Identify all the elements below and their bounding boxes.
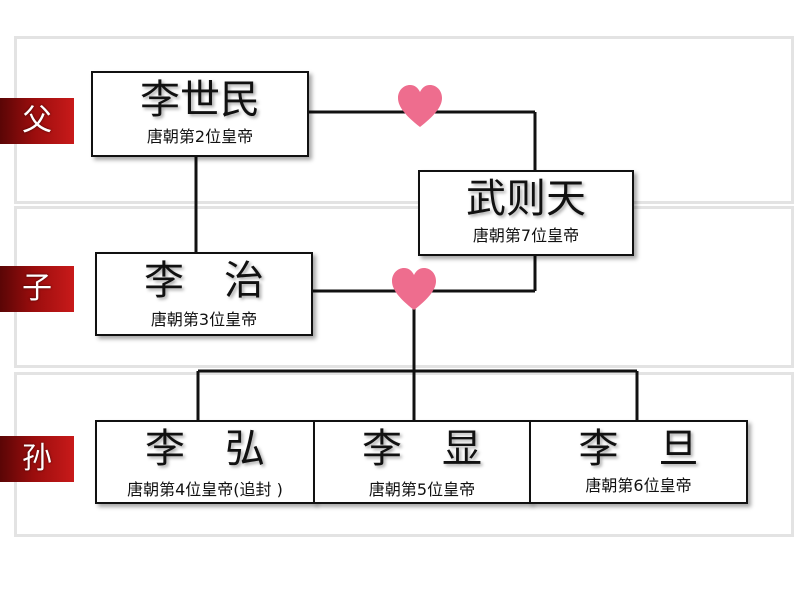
person-li-xian: 李 显 唐朝第5位皇帝 [313, 420, 531, 504]
person-title: 唐朝第5位皇帝 [368, 480, 476, 499]
person-wu-zetian: 武则天 唐朝第7位皇帝 [418, 170, 634, 256]
person-title: 唐朝第7位皇帝 [472, 226, 580, 245]
person-li-dan: 李 旦 唐朝第6位皇帝 [529, 420, 748, 504]
person-li-hong: 李 弘 唐朝第4位皇帝(追封 ) [95, 420, 315, 504]
person-title: 唐朝第3位皇帝 [150, 310, 258, 329]
person-name: 李 旦 [578, 426, 699, 472]
person-name: 李 治 [144, 258, 264, 304]
person-title: 唐朝第6位皇帝 [585, 476, 692, 495]
person-name: 李 弘 [145, 426, 265, 472]
person-li-zhi: 李 治 唐朝第3位皇帝 [95, 252, 313, 336]
person-name: 李世民 [140, 77, 260, 123]
person-name: 武则天 [466, 176, 586, 222]
generation-label-grandson: 孙 [0, 436, 74, 482]
generation-label-son: 子 [0, 266, 74, 312]
person-li-shimin: 李世民 唐朝第2位皇帝 [91, 71, 309, 157]
generation-label-father: 父 [0, 98, 74, 144]
heart-icon [392, 268, 436, 310]
person-title: 唐朝第4位皇帝(追封 ) [127, 480, 283, 499]
person-title: 唐朝第2位皇帝 [146, 127, 254, 146]
person-name: 李 显 [362, 426, 482, 472]
heart-icon [398, 85, 442, 127]
